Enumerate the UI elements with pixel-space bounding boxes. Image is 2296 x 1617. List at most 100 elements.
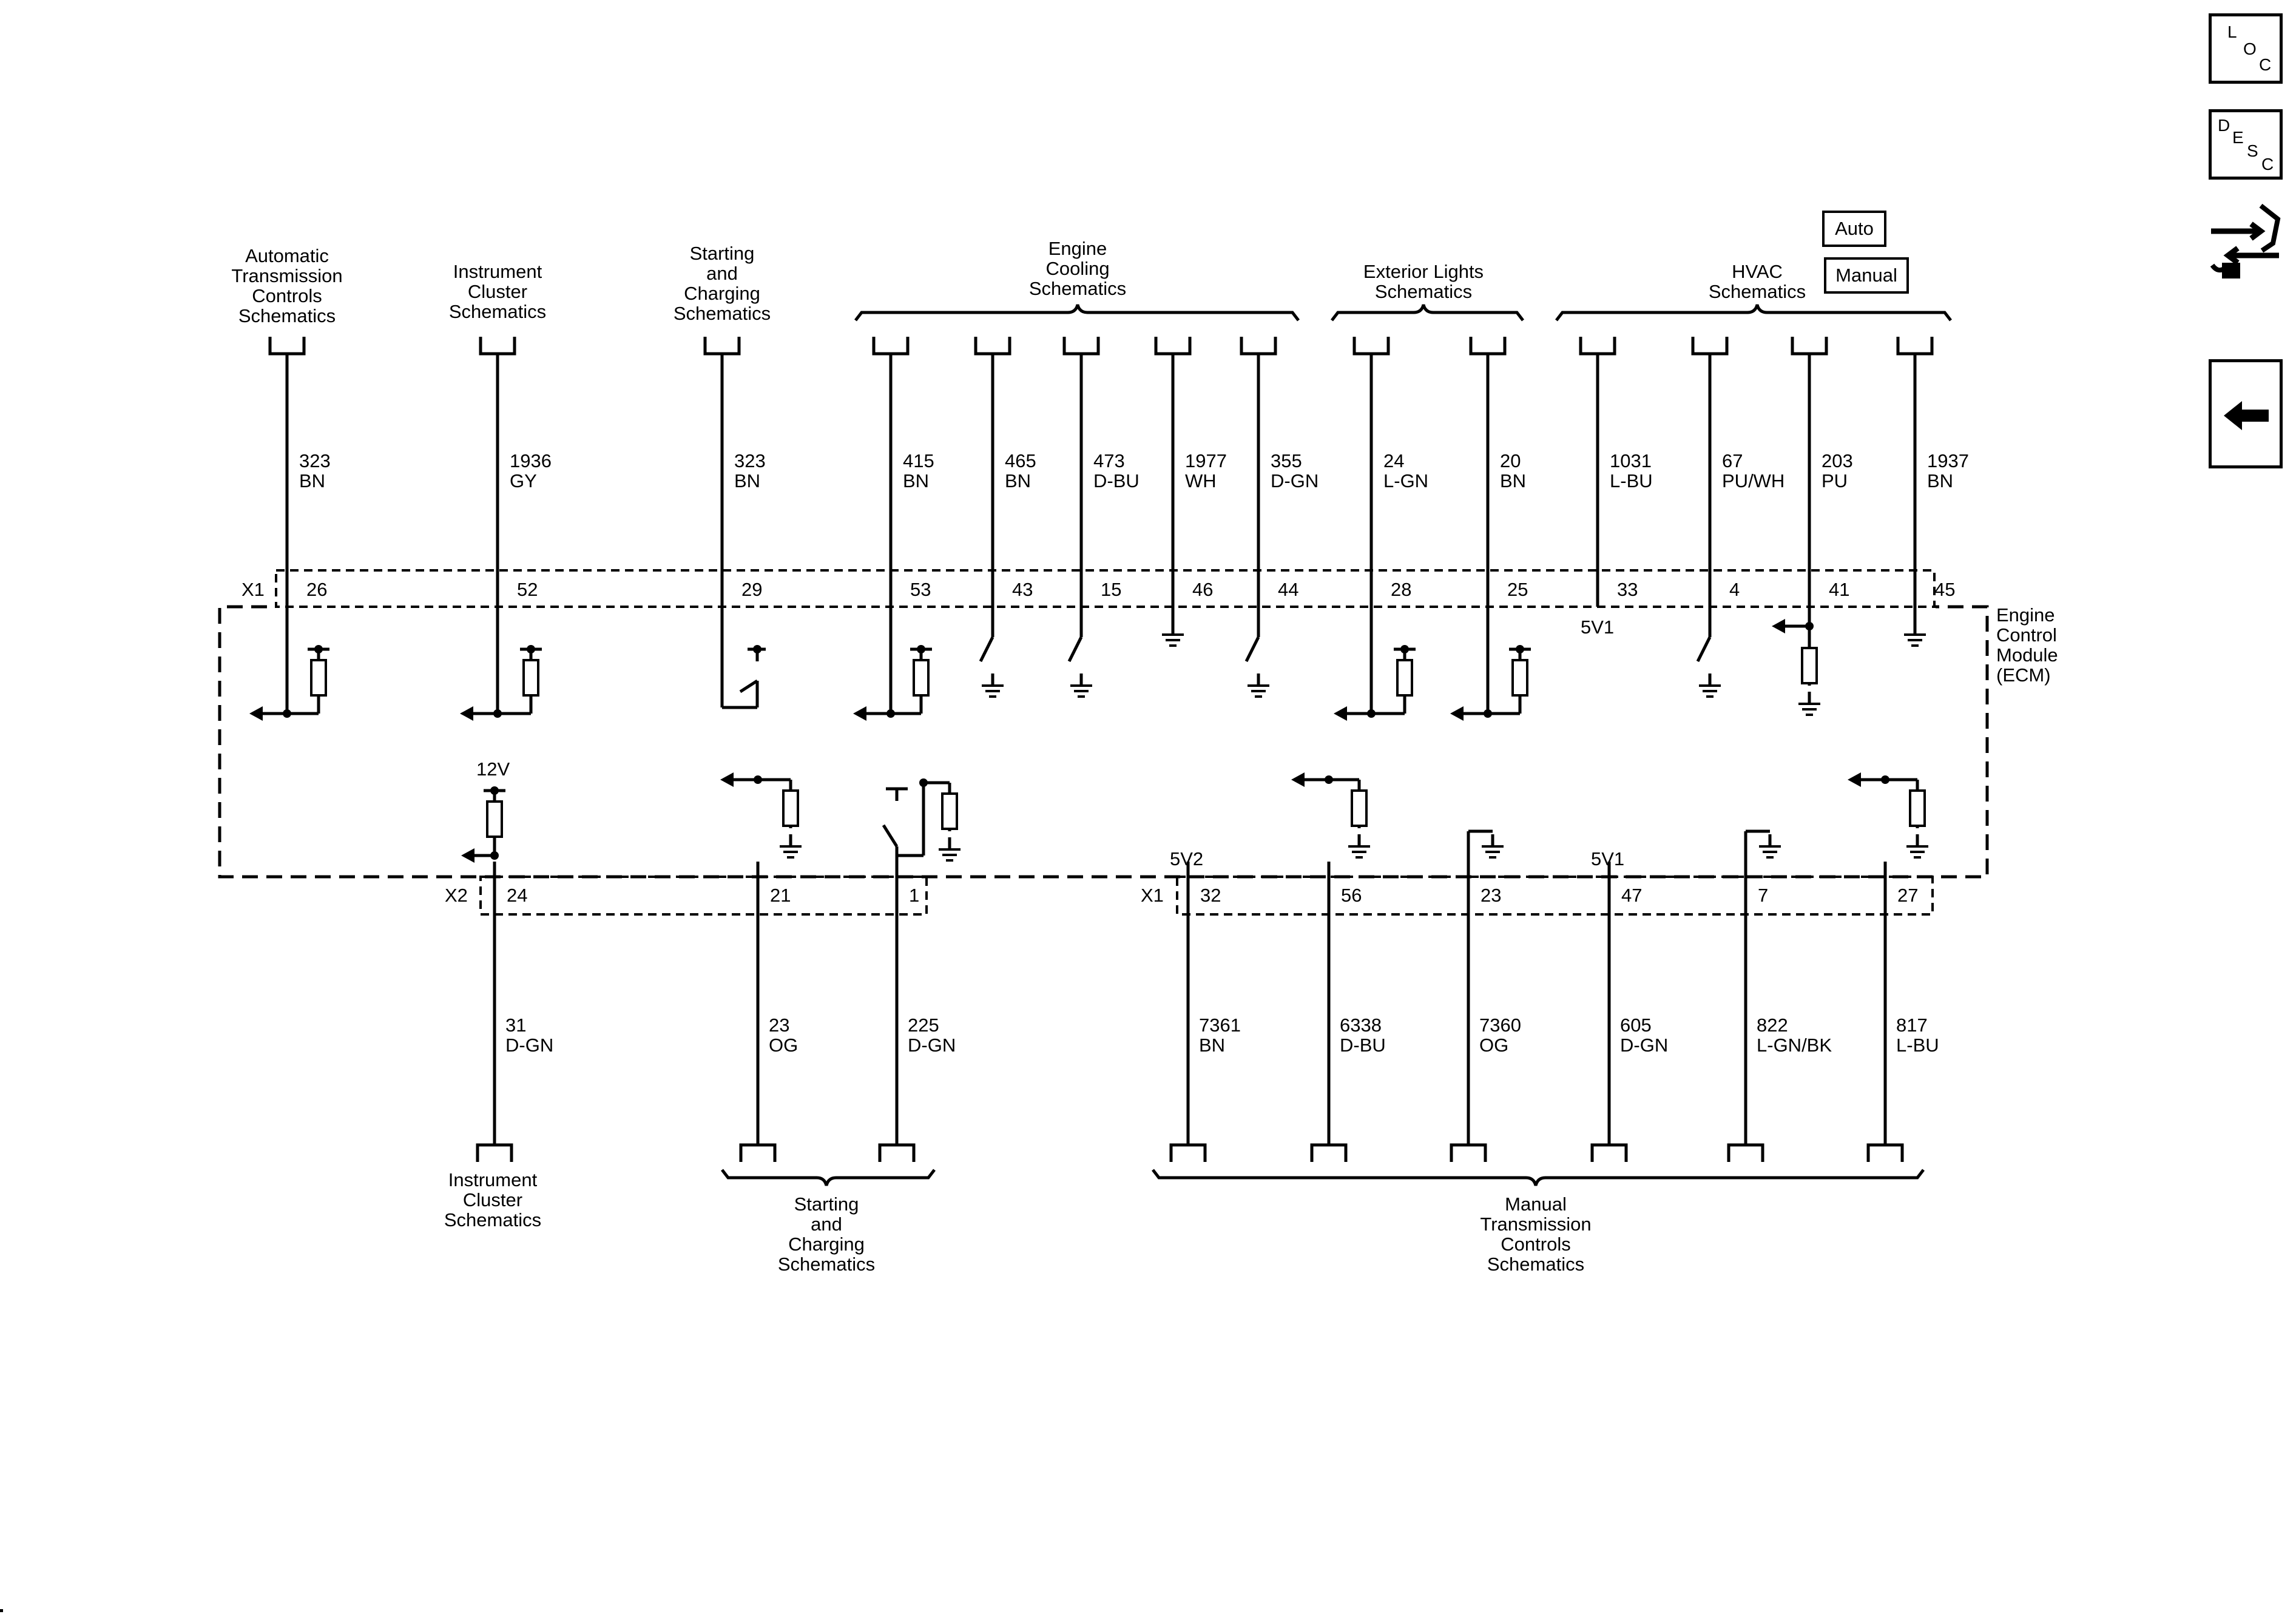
- ground-symbol: [939, 848, 961, 862]
- resistor-symbol: [1396, 659, 1413, 697]
- wire-color: BN: [1500, 470, 1526, 491]
- wire-color: D-GN: [505, 1035, 553, 1056]
- pin-number: 24: [507, 885, 527, 906]
- voltage-5v1-top-label: 5V1: [1581, 616, 1614, 638]
- input-arrow: [1291, 772, 1305, 787]
- wire-color: D-GN: [908, 1035, 956, 1056]
- wire-color: D-BU: [1340, 1035, 1386, 1056]
- ecm-boundary: [218, 569, 1989, 916]
- circuit-number: 323: [734, 450, 766, 471]
- connector-x1-bottom-label: X1: [1141, 885, 1164, 906]
- wire-color: OG: [769, 1035, 798, 1056]
- ground-symbol: [1759, 845, 1781, 859]
- pin-number: 43: [1012, 579, 1033, 600]
- wire-color: D-GN: [1620, 1035, 1668, 1056]
- wire-color: D-BU: [1093, 470, 1140, 491]
- wire-color: BN: [1199, 1035, 1225, 1056]
- circuit-number: 67: [1722, 450, 1743, 471]
- wire-segment: [1696, 636, 1712, 663]
- input-arrow: [1772, 619, 1785, 633]
- pin-number: 23: [1481, 885, 1501, 906]
- pin-number: 25: [1507, 579, 1528, 600]
- destination-label: Schematics: [444, 1209, 541, 1230]
- destination-label: Schematics: [238, 305, 336, 326]
- ground-symbol: [1699, 684, 1721, 698]
- pin-number: 41: [1829, 579, 1849, 600]
- brace-group: [721, 304, 1952, 1186]
- splice-dot: [1516, 645, 1524, 653]
- resistor-symbol: [913, 659, 930, 697]
- manual-mode-button[interactable]: Manual: [1824, 257, 1909, 294]
- destination-label: Schematics: [449, 301, 546, 322]
- wire-segment: [739, 679, 758, 694]
- ecm-label-line: Module: [1996, 644, 2058, 666]
- wire-color: D-GN: [1271, 470, 1319, 491]
- destination-label: Starting: [794, 1193, 859, 1215]
- back-button[interactable]: [2209, 359, 2283, 468]
- pin-number: 28: [1391, 579, 1411, 600]
- pin-number: 44: [1278, 579, 1298, 600]
- ground-symbol: [1904, 633, 1926, 647]
- wire-color: PU/WH: [1722, 470, 1784, 491]
- connector-terminal: [479, 337, 516, 356]
- ground-symbol: [982, 684, 1004, 698]
- input-arrow: [1848, 772, 1861, 787]
- location-button[interactable]: L O C: [2209, 13, 2283, 84]
- connector-end-view-icon[interactable]: [2206, 197, 2286, 282]
- circuit-number: 31: [505, 1014, 526, 1036]
- destination-label: and: [706, 263, 738, 284]
- circuit-number: 1031: [1610, 450, 1652, 471]
- auto-mode-button[interactable]: Auto: [1822, 211, 1886, 247]
- resistor-symbol: [782, 789, 799, 827]
- destination-label: HVAC: [1732, 261, 1783, 282]
- connector-terminal: [476, 1143, 513, 1162]
- connector-terminal: [1154, 337, 1192, 356]
- resistor-symbol: [1351, 789, 1368, 827]
- connector-terminal: [703, 337, 741, 356]
- pin-number: 56: [1341, 885, 1362, 906]
- wire-color: BN: [1005, 470, 1031, 491]
- circuit-number: 473: [1093, 450, 1125, 471]
- destination-label: Schematics: [1375, 281, 1472, 302]
- connector-terminal: [1791, 337, 1828, 356]
- desc-letter: S: [2247, 141, 2258, 160]
- connector-terminal: [974, 337, 1011, 356]
- destination-label: Cluster: [463, 1189, 522, 1210]
- circuit-number: 20: [1500, 450, 1521, 471]
- wire-layer: [249, 337, 1934, 1162]
- pin-number: 26: [306, 579, 327, 600]
- circuit-number: 355: [1271, 450, 1302, 471]
- connector-terminal: [872, 337, 910, 356]
- destination-label: Controls: [252, 285, 322, 306]
- destination-label: Schematics: [1029, 278, 1126, 299]
- wire-color: BN: [734, 470, 760, 491]
- page-corner-mark: [0, 1609, 3, 1612]
- splice-dot: [1805, 622, 1814, 630]
- desc-letter: C: [2261, 155, 2274, 174]
- resistor-symbol: [1511, 659, 1528, 697]
- input-arrow: [249, 706, 263, 721]
- splice-dot: [917, 645, 925, 653]
- connector-terminal: [1450, 1143, 1487, 1162]
- connector-terminal: [1896, 337, 1934, 356]
- connector-terminal: [1352, 337, 1390, 356]
- circuit-number: 605: [1620, 1014, 1652, 1036]
- destination-label: Starting: [690, 243, 755, 264]
- ecm-label: Engine Control Module (ECM): [1996, 604, 2058, 686]
- loc-letter: O: [2243, 39, 2257, 58]
- pin-number: 27: [1897, 885, 1918, 906]
- ecm-label-line: Control: [1996, 624, 2057, 646]
- destination-label: Engine: [1048, 238, 1107, 259]
- wire-color: L-GN/BK: [1757, 1035, 1832, 1056]
- input-arrow: [461, 848, 474, 863]
- circuit-number: 1936: [510, 450, 552, 471]
- wire-segment: [1067, 636, 1083, 663]
- connector-terminal: [1727, 1143, 1764, 1162]
- destination-label: Transmission: [1480, 1214, 1591, 1235]
- pin-number: 47: [1621, 885, 1642, 906]
- description-button[interactable]: D E S C: [2209, 109, 2283, 180]
- ground-symbol: [1482, 845, 1504, 859]
- connector-terminal: [739, 1143, 777, 1162]
